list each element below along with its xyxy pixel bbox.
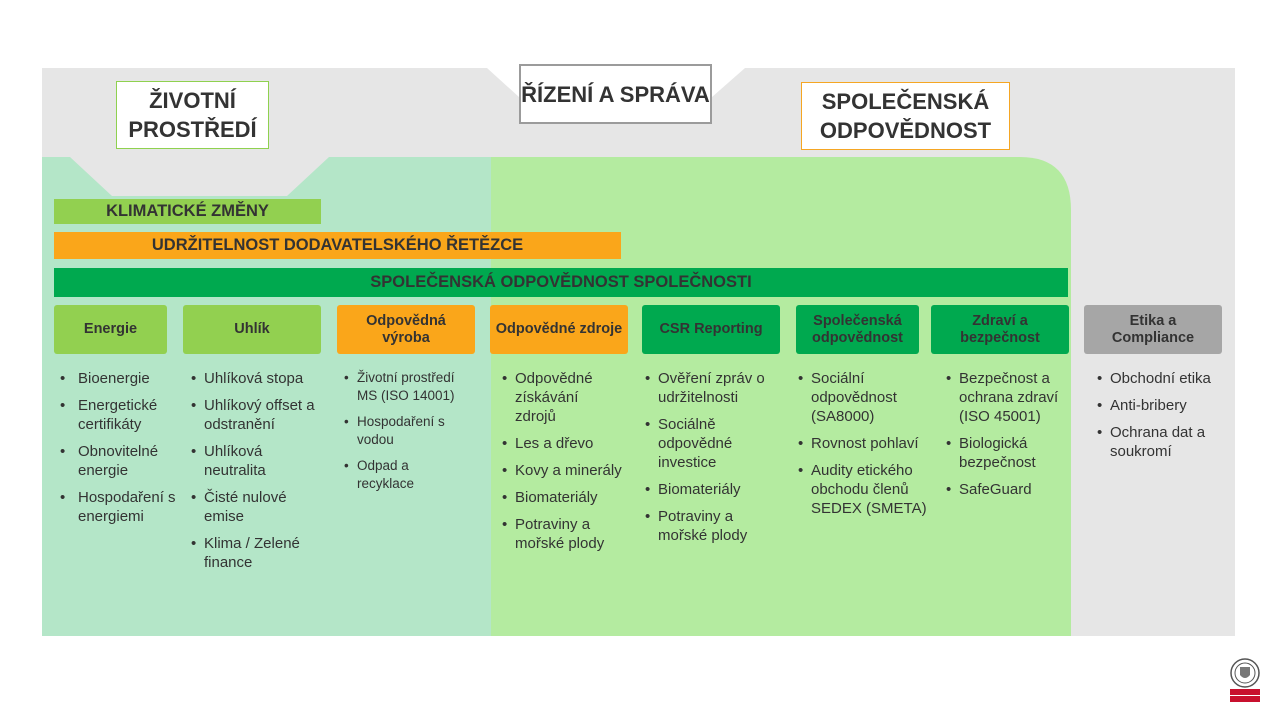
list-uhlik: Uhlíková stopa Uhlíkový offset a odstran… [191,369,326,580]
list-item: Odpad a recyklace [344,457,464,493]
list-item: Biomateriály [645,480,775,499]
category-zdravi-a-bezpecnost: Zdraví a bezpečnost [931,305,1069,354]
category-csr-reporting: CSR Reporting [642,305,780,354]
list-item: SafeGuard [946,480,1064,499]
pillar-environment: ŽIVOTNÍ PROSTŘEDÍ [116,81,269,149]
list-energie: Bioenergie Energetické certifikáty Obnov… [54,369,184,534]
list-item: Biologická bezpečnost [946,434,1064,472]
list-item: Biomateriály [502,488,622,507]
list-item: Ověření zpráv o udržitelnosti [645,369,775,407]
bureau-veritas-logo [1230,658,1260,702]
list-item: Obchodní etika [1097,369,1225,388]
list-odpovedne-zdroje: Odpovědné získávání zdrojů Les a dřevo K… [502,369,622,561]
category-odpovedna-vyroba: Odpovědná výroba [337,305,475,354]
pillar-governance: ŘÍZENÍ A SPRÁVA [519,64,712,124]
list-item: Bioenergie [54,369,184,388]
list-item: Potraviny a mořské plody [502,515,622,553]
list-item: Rovnost pohlaví [798,434,928,453]
list-item: Kovy a minerály [502,461,622,480]
list-item: Sociálně odpovědné investice [645,415,775,472]
list-etika-a-compliance: Obchodní etika Anti-bribery Ochrana dat … [1097,369,1225,469]
list-item: Sociální odpovědnost (SA8000) [798,369,928,426]
list-item: Les a dřevo [502,434,622,453]
pillar-social: SPOLEČENSKÁ ODPOVĚDNOST [801,82,1010,150]
list-item: Obnovitelné energie [54,442,184,480]
list-item: Odpovědné získávání zdrojů [502,369,622,426]
list-odpovedna-vyroba: Životní prostředí MS (ISO 14001) Hospoda… [344,369,464,501]
list-item: Energetické certifikáty [54,396,184,434]
list-item: Uhlíková stopa [191,369,326,388]
band-climate-change: KLIMATICKÉ ZMĚNY [54,199,321,224]
list-item: Čisté nulové emise [191,488,326,526]
list-item: Potraviny a mořské plody [645,507,775,545]
list-item: Hospodaření s energiemi [54,488,184,526]
category-odpovedne-zdroje: Odpovědné zdroje [490,305,628,354]
band-csr: SPOLEČENSKÁ ODPOVĚDNOST SPOLEČNOSTI [54,268,1068,297]
category-spolecenska-odpovednost: Společenská odpovědnost [796,305,919,354]
category-energie: Energie [54,305,167,354]
category-etika-a-compliance: Etika a Compliance [1084,305,1222,354]
list-item: Ochrana dat a soukromí [1097,423,1225,461]
list-spolecenska-odpovednost: Sociální odpovědnost (SA8000) Rovnost po… [798,369,928,526]
list-item: Bezpečnost a ochrana zdraví (ISO 45001) [946,369,1064,426]
list-item: Uhlíková neutralita [191,442,326,480]
list-item: Životní prostředí MS (ISO 14001) [344,369,464,405]
list-item: Anti-bribery [1097,396,1225,415]
band-supply-chain: UDRŽITELNOST DODAVATELSKÉHO ŘETĚZCE [54,232,621,259]
list-item: Klima / Zelené finance [191,534,326,572]
category-uhlik: Uhlík [183,305,321,354]
list-zdravi-a-bezpecnost: Bezpečnost a ochrana zdraví (ISO 45001) … [946,369,1064,507]
list-item: Hospodaření s vodou [344,413,464,449]
list-csr-reporting: Ověření zpráv o udržitelnosti Sociálně o… [645,369,775,553]
list-item: Audity etického obchodu členů SEDEX (SME… [798,461,928,518]
list-item: Uhlíkový offset a odstranění [191,396,326,434]
